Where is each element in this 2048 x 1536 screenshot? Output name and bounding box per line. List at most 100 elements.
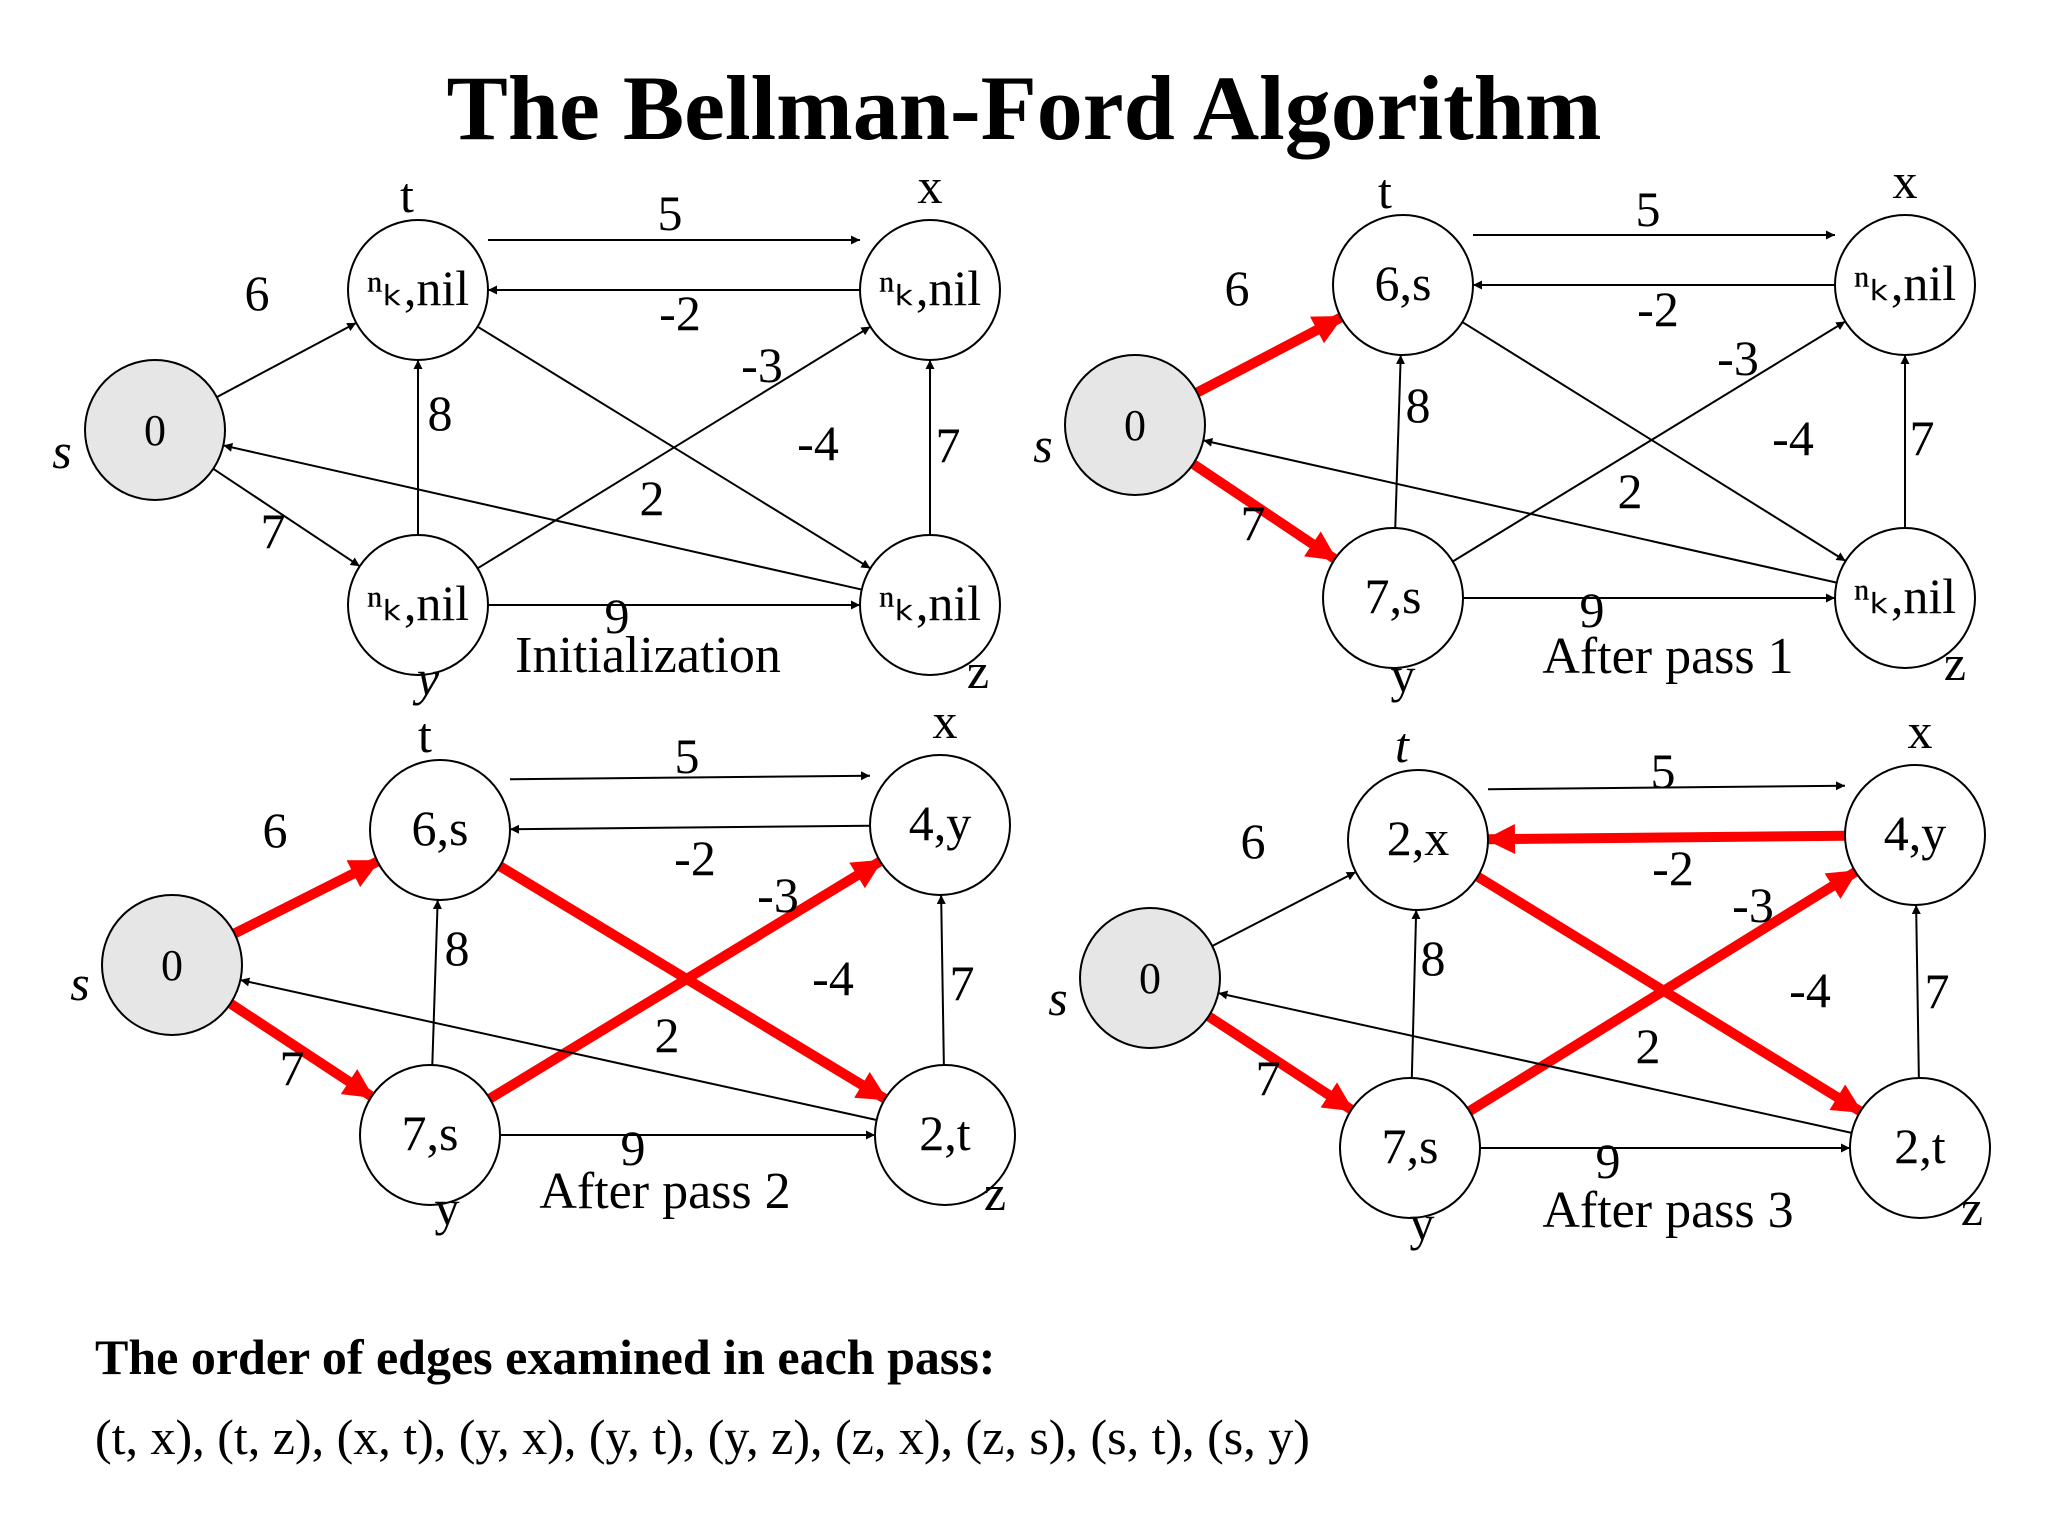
vertex-t [347,219,489,361]
edge-weight-s-y: 7 [261,503,286,559]
vertex-value-z: ⁿₖ,nil [879,575,981,631]
edge-z-s [240,977,877,1121]
vertex-label-t: t [418,707,432,763]
vertex-value-z: ⁿₖ,nil [1854,568,1956,624]
vertex-label-t: t [1378,163,1392,219]
edge-weight-z-x: 7 [950,955,975,1011]
vertex-value-t: 2,x [1387,810,1450,866]
vertex-y [1322,527,1464,669]
vertex-t [1332,214,1474,356]
edge-weight-s-t: 6 [1241,813,1266,869]
vertex-label-t: t [1395,717,1410,773]
edge-weight-t-z: -4 [1789,962,1831,1018]
edge-weight-s-t: 6 [263,802,288,858]
vertex-s [1064,354,1206,496]
edge-s-t [216,322,357,398]
edge-weight-s-y: 7 [1256,1050,1281,1106]
vertex-z [874,1064,1016,1206]
vertex-label-z: z [967,643,989,699]
edge-weight-s-t: 6 [1225,260,1250,316]
edge-weight-x-t: -2 [674,830,716,886]
edge-s-t-highlighted [232,857,381,938]
vertex-label-y: y [435,1180,460,1236]
edge-y-t [1394,354,1405,529]
edge-weight-t-z: -4 [797,415,839,471]
vertex-z [1849,1077,1991,1219]
edge-weight-y-x: -3 [1717,330,1759,386]
edge-weight-t-x: 5 [658,185,683,241]
edge-s-t-highlighted [1194,312,1344,398]
edge-weight-s-y: 7 [1241,495,1266,551]
edge-weight-y-z: 9 [621,1120,646,1176]
edge-weight-t-z: -4 [1772,410,1814,466]
vertex-label-s: s [1048,970,1067,1026]
edge-y-t [1410,909,1421,1079]
vertex-label-x: x [933,693,958,749]
vertex-s [101,894,243,1036]
edge-weight-y-t: 8 [1421,930,1446,986]
vertex-label-t: t [400,167,414,223]
vertex-value-y: ⁿₖ,nil [367,575,469,631]
vertex-value-y: 7,s [1382,1118,1439,1174]
edge-t-x [509,771,871,781]
graph-caption: After pass 1 [1542,628,1793,685]
vertex-value-s: 0 [144,406,166,455]
edge-weight-s-y: 7 [280,1040,305,1096]
vertex-t [369,759,511,901]
vertex-label-y: y [1391,647,1416,703]
vertex-x [1834,214,1976,356]
vertex-label-z: z [1944,635,1966,691]
vertex-value-s: 0 [1139,954,1161,1003]
vertex-label-x: x [918,158,943,214]
vertex-y [1339,1077,1481,1219]
vertex-x [859,219,1001,361]
edge-t-x [1487,781,1846,791]
vertex-t [1347,769,1489,911]
edge-x-t [509,824,871,834]
edge-weight-y-z: 9 [1596,1133,1621,1189]
edge-weight-s-t: 6 [245,265,270,321]
edge-s-y-highlighted [1190,459,1338,564]
vertex-label-z: z [984,1165,1006,1221]
vertex-value-t: 6,s [1375,255,1432,311]
edge-weight-z-s: 2 [1636,1018,1661,1074]
edge-t-z-highlighted [1475,872,1863,1116]
vertex-z [859,534,1001,676]
edge-weight-z-x: 7 [1910,410,1935,466]
edge-s-y-highlighted [1205,1012,1355,1114]
vertex-value-s: 0 [161,941,183,990]
edge-weight-y-t: 8 [428,385,453,441]
edge-order-list: (t, x), (t, z), (x, t), (y, x), (y, t), … [95,1409,1310,1465]
vertex-value-t: 6,s [412,800,469,856]
edge-x-t-highlighted [1484,824,1846,855]
vertex-x [869,754,1011,896]
edge-weight-t-z: -4 [812,950,854,1006]
edge-s-t [1211,871,1357,947]
vertex-s [84,359,226,501]
vertex-value-x: ⁿₖ,nil [1854,255,1956,311]
vertex-y [359,1064,501,1206]
graph-caption: Initialization [515,627,781,684]
vertex-label-s: s [52,423,71,479]
graph-caption: After pass 3 [1542,1182,1793,1239]
edge-order-heading: The order of edges examined in each pass… [95,1329,996,1385]
slide-title: The Bellman-Ford Algorithm [446,57,1602,159]
edge-s-y-highlighted [227,999,375,1101]
vertex-value-x: 4,y [1884,805,1947,861]
edge-t-z [1461,321,1847,562]
edge-weight-y-z: 9 [1580,582,1605,638]
vertex-x [1844,764,1986,906]
graph-caption: After pass 2 [539,1163,790,1220]
vertex-label-s: s [1033,417,1052,473]
vertex-value-y: 7,s [1365,568,1422,624]
edge-weight-y-x: -3 [1732,877,1774,933]
vertex-value-y: 7,s [402,1105,459,1161]
vertex-value-t: ⁿₖ,nil [367,260,469,316]
edge-weight-x-t: -2 [659,285,701,341]
edge-weight-z-s: 2 [655,1007,680,1063]
edge-weight-x-t: -2 [1637,281,1679,337]
